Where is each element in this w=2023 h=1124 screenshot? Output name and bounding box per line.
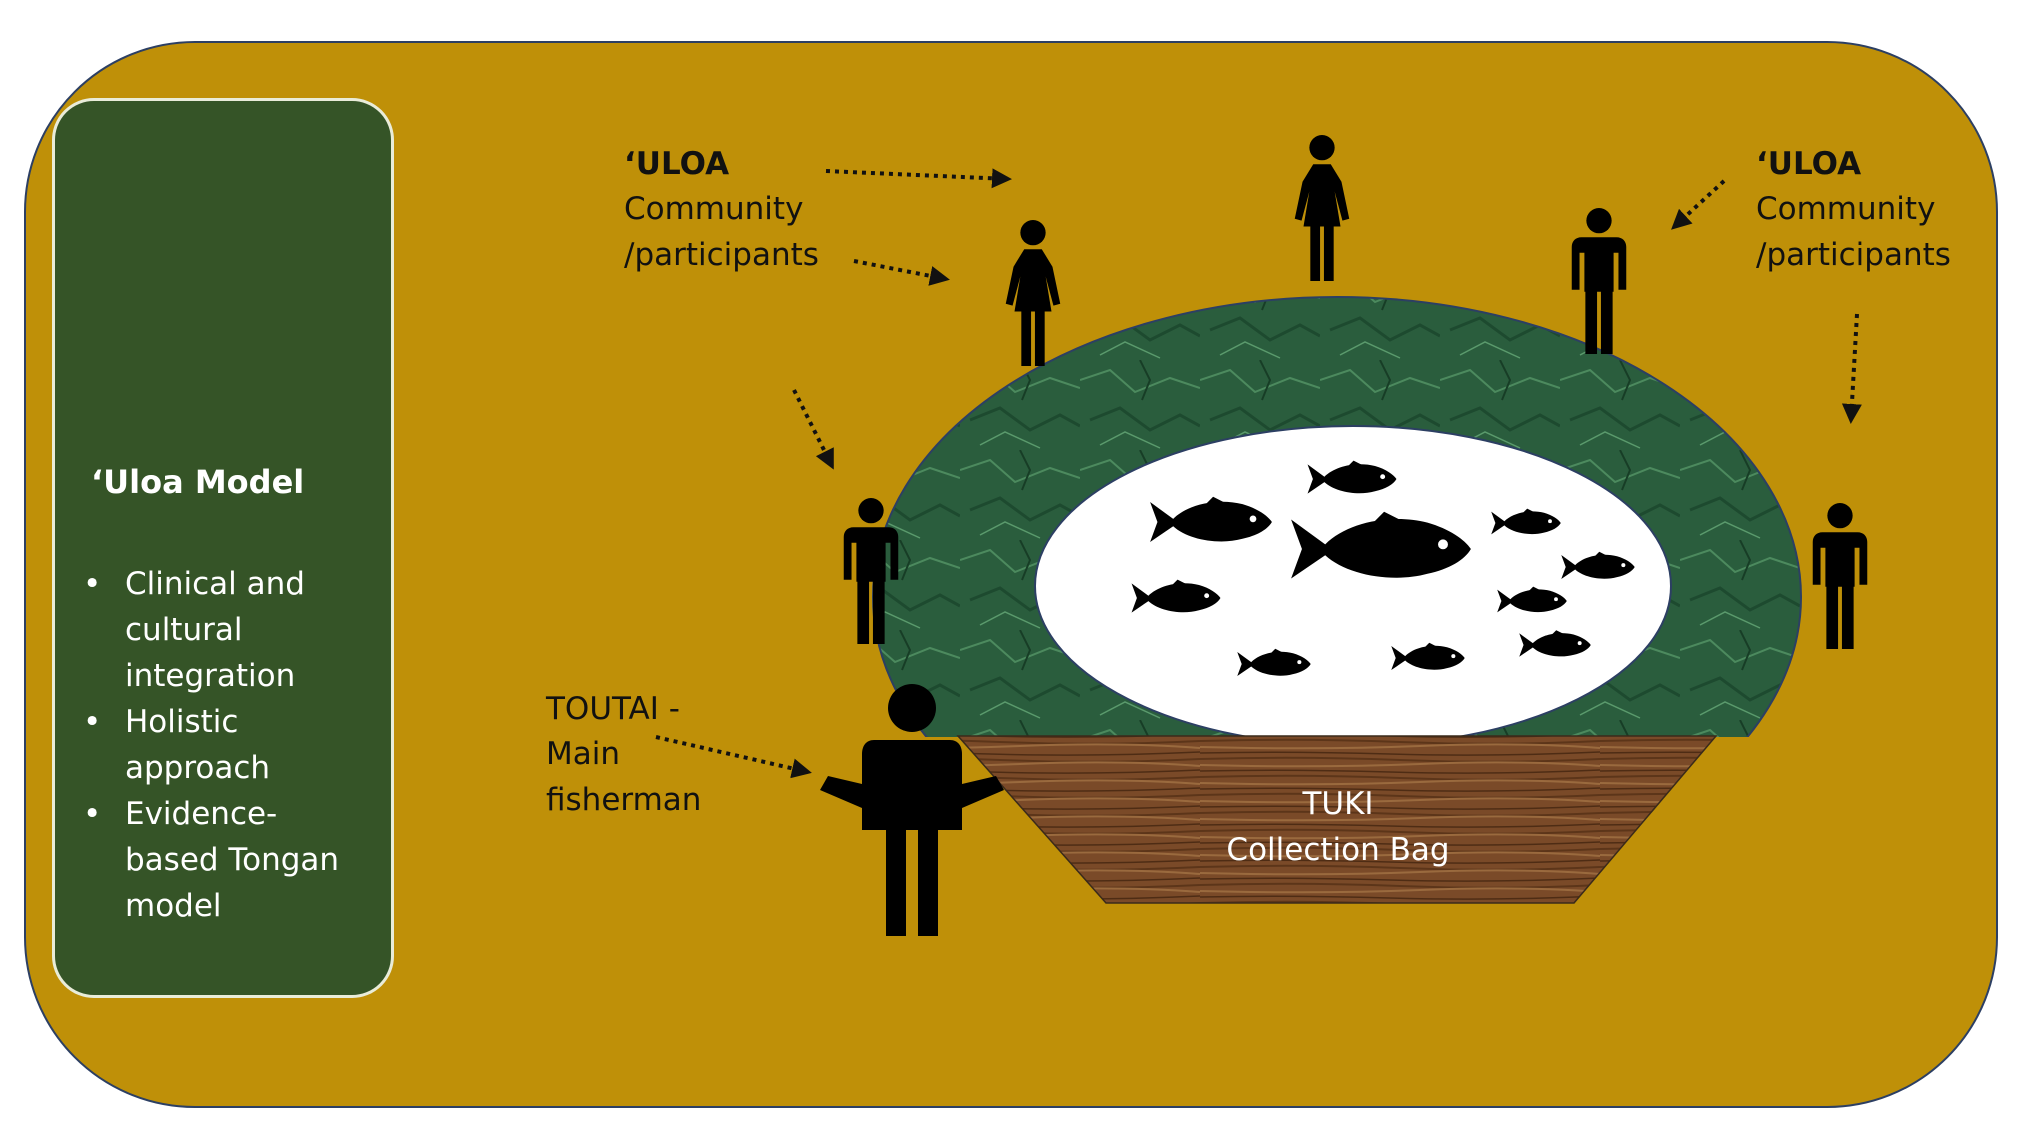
right-label-line2: /participants: [1756, 237, 1951, 273]
collection-bag: [956, 735, 1718, 904]
bag-label-line1: TUKI: [1302, 786, 1374, 822]
arrow: [655, 735, 812, 779]
left-label-heading: ‘ULOA: [624, 146, 730, 182]
bullet-item: Evidence-based Tongan model: [79, 791, 357, 929]
left-label-line2: /participants: [624, 237, 819, 273]
fisherman-label-line1: TOUTAI -: [546, 691, 680, 727]
bullet-item: Clinical and cultural integration: [79, 561, 357, 699]
dotted-arrows: [655, 168, 1862, 779]
arrow: [853, 259, 950, 286]
panel-bullet-list: Clinical and cultural integration Holist…: [79, 561, 357, 929]
arrow: [1671, 179, 1726, 230]
uloa-model-panel: ‘Uloa Model Clinical and cultural integr…: [52, 98, 394, 998]
fisherman-label-line3: fisherman: [546, 782, 702, 818]
panel-title: ‘Uloa Model: [91, 463, 305, 501]
right-label-line1: Community: [1756, 191, 1936, 227]
bag-label-line2: Collection Bag: [1226, 832, 1450, 868]
bullet-item: Holistic approach: [79, 699, 357, 791]
net-catch-area: [1034, 425, 1672, 737]
fisherman-icon: [820, 684, 1004, 936]
fisherman-label-line2: Main: [546, 736, 621, 772]
right-label-heading: ‘ULOA: [1756, 146, 1862, 182]
left-label-line1: Community: [624, 191, 804, 227]
arrow: [825, 168, 1012, 189]
